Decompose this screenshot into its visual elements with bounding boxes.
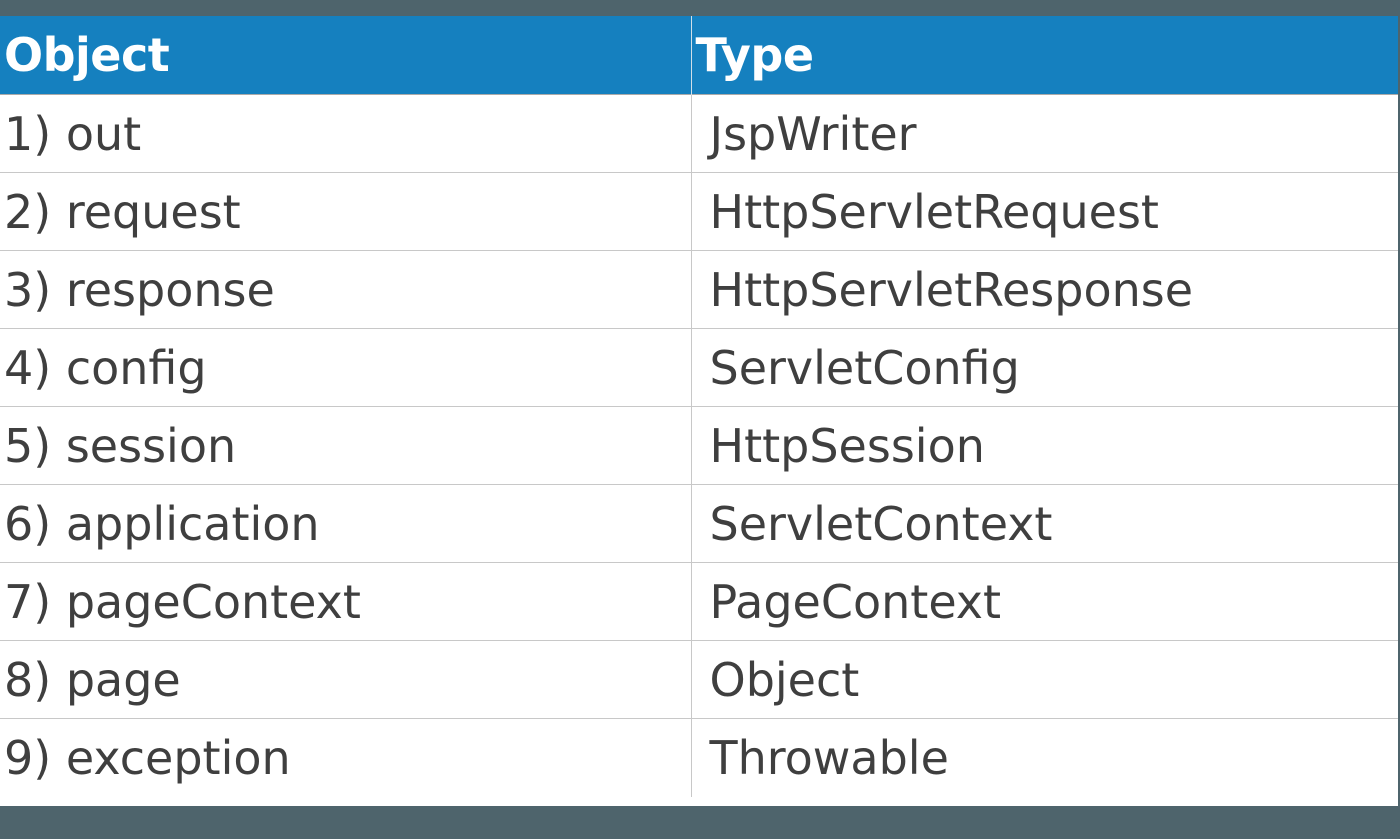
object-cell: 4) config xyxy=(0,328,691,407)
type-cell: HttpServletRequest xyxy=(690,172,1398,251)
jsp-implicit-objects-table: Object Type 1) out JspWriter 2) request … xyxy=(0,16,1398,797)
header-type: Type xyxy=(690,16,1398,95)
object-cell: 3) response xyxy=(0,250,691,329)
type-cell: PageContext xyxy=(690,562,1398,641)
type-cell: HttpServletResponse xyxy=(690,250,1398,329)
object-cell: 6) application xyxy=(0,484,691,563)
object-cell: 9) exception xyxy=(0,718,691,797)
table-row: 4) config ServletConfig xyxy=(0,328,1398,407)
type-cell: JspWriter xyxy=(690,94,1398,173)
object-cell: 8) page xyxy=(0,640,691,719)
table-row: 2) request HttpServletRequest xyxy=(0,172,1398,251)
table-row: 9) exception Throwable xyxy=(0,718,1398,797)
table-header-row: Object Type xyxy=(0,16,1398,95)
table-row: 3) response HttpServletResponse xyxy=(0,250,1398,329)
table-row: 7) pageContext PageContext xyxy=(0,562,1398,641)
type-cell: HttpSession xyxy=(690,406,1398,485)
object-cell: 2) request xyxy=(0,172,691,251)
header-object: Object xyxy=(4,28,170,82)
table-row: 6) application ServletContext xyxy=(0,484,1398,563)
object-cell: 1) out xyxy=(0,94,691,173)
type-cell: ServletContext xyxy=(690,484,1398,563)
type-cell: Object xyxy=(690,640,1398,719)
type-cell: Throwable xyxy=(690,718,1398,797)
type-cell: ServletConfig xyxy=(690,328,1398,407)
object-cell: 5) session xyxy=(0,406,691,485)
table-row: 1) out JspWriter xyxy=(0,94,1398,173)
object-cell: 7) pageContext xyxy=(0,562,691,641)
jsp-implicit-objects-table-container: Object Type 1) out JspWriter 2) request … xyxy=(0,16,1398,806)
table-row: 5) session HttpSession xyxy=(0,406,1398,485)
table-row: 8) page Object xyxy=(0,640,1398,719)
